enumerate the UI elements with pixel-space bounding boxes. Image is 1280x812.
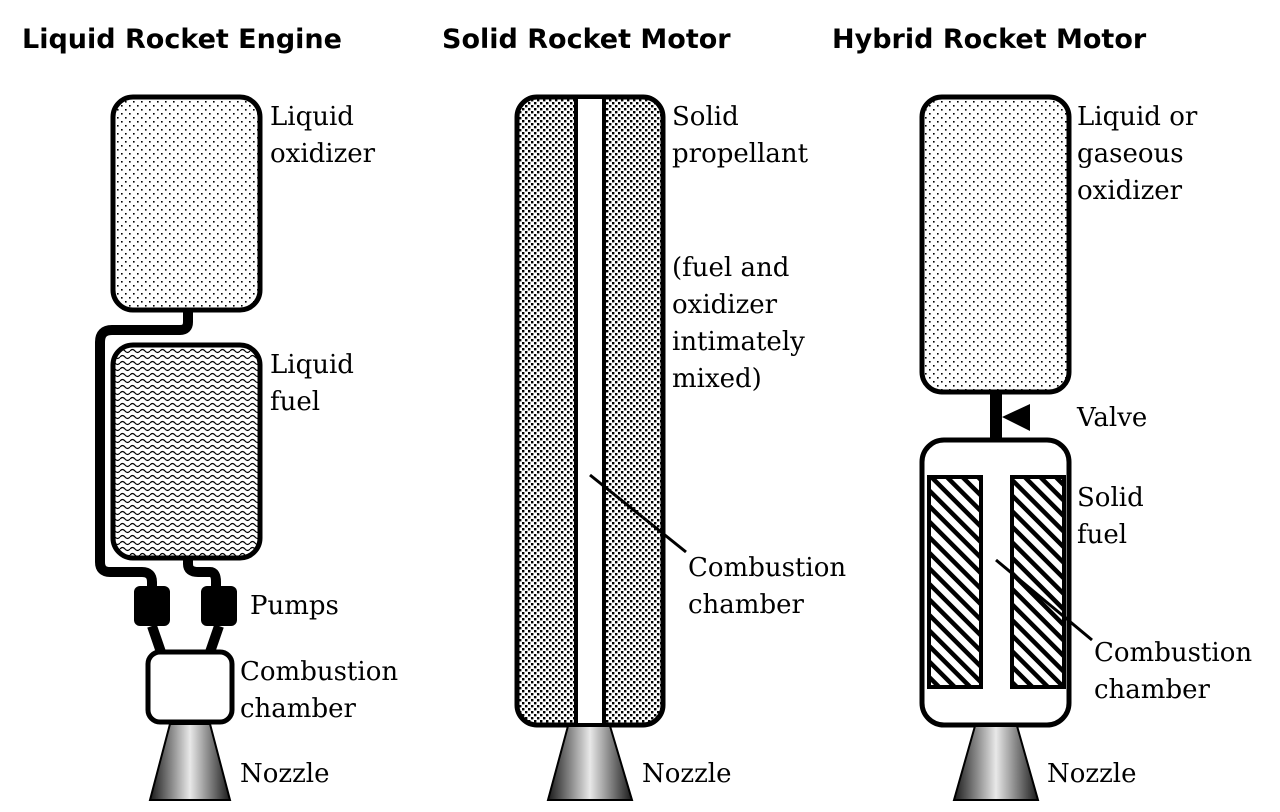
solid-combustion-channel xyxy=(574,95,606,727)
solid-motor-group: Solid Rocket Motor Solid propellant (fue… xyxy=(442,24,854,801)
liquid-chamber-label: Combustion chamber xyxy=(240,657,406,724)
liquid-nozzle-label: Nozzle xyxy=(240,759,330,789)
hybrid-motor-title: Hybrid Rocket Motor xyxy=(832,24,1147,55)
hybrid-motor-group: Hybrid Rocket Motor Liquid or gaseous ox… xyxy=(832,24,1260,801)
liquid-engine-group: Liquid Rocket Engine Liquid oxidizer Liq… xyxy=(22,24,406,801)
liquid-fuel-label: Liquid fuel xyxy=(270,350,362,417)
valve-icon xyxy=(1002,404,1030,431)
hybrid-oxidizer-label: Liquid or gaseous oxidizer xyxy=(1077,102,1206,206)
hybrid-nozzle-label: Nozzle xyxy=(1047,759,1137,789)
liquid-fuel-tank xyxy=(110,342,263,561)
hybrid-chamber-label: Combustion chamber xyxy=(1094,638,1260,705)
hybrid-nozzle xyxy=(952,725,1040,801)
solid-chamber-label: Combustion chamber xyxy=(688,553,854,620)
hybrid-oxidizer-tank xyxy=(919,94,1072,395)
pump-left xyxy=(134,586,170,626)
oxidizer-feed-line xyxy=(95,310,193,592)
solid-motor-title: Solid Rocket Motor xyxy=(442,24,731,55)
pump-right xyxy=(201,586,237,626)
liquid-oxidizer-label: Liquid oxidizer xyxy=(270,102,376,169)
solid-nozzle xyxy=(546,725,634,801)
valve-label: Valve xyxy=(1076,403,1147,433)
solid-nozzle-label: Nozzle xyxy=(642,759,732,789)
liquid-oxidizer-tank xyxy=(110,94,263,313)
hybrid-chamber-pointer xyxy=(995,558,1093,642)
solid-chamber-pointer xyxy=(589,473,687,554)
hybrid-fuel-label: Solid fuel xyxy=(1077,483,1152,550)
valve-stem xyxy=(990,392,1002,442)
hybrid-solid-fuel-left xyxy=(927,475,983,689)
liquid-engine-title: Liquid Rocket Engine xyxy=(22,24,342,55)
solid-propellant-label: Solid propellant xyxy=(672,102,809,169)
fuel-feed-line xyxy=(183,558,221,592)
liquid-nozzle xyxy=(148,723,232,801)
hybrid-solid-fuel-right xyxy=(1010,475,1066,689)
solid-note-label: (fuel and oxidizer intimately mixed) xyxy=(672,253,813,394)
liquid-combustion-chamber xyxy=(145,649,235,725)
pumps-label: Pumps xyxy=(250,591,339,621)
